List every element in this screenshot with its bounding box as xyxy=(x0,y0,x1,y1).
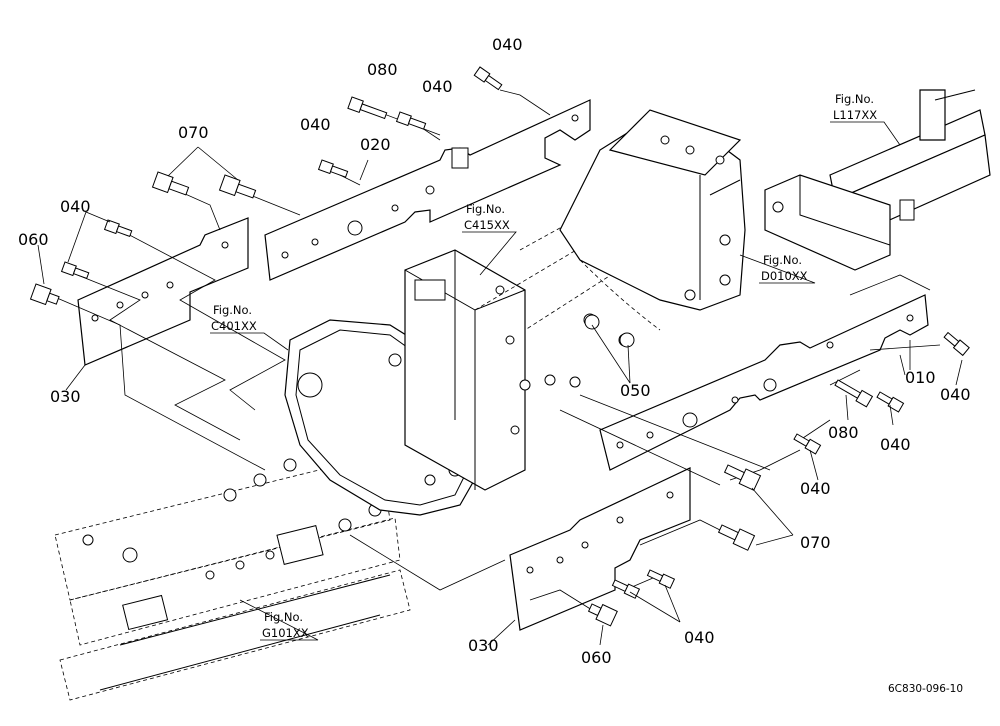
figure-ref-labels: Fig.No. L117XX Fig.No. C415XX Fig.No. D0… xyxy=(211,92,877,640)
assembly-lines xyxy=(49,89,941,616)
fig-label: Fig.No. xyxy=(466,202,505,216)
fig-ref-l117: L117XX xyxy=(833,108,877,122)
fig-ref-g101: G101XX xyxy=(262,626,309,640)
callout-050: 050 xyxy=(620,381,651,400)
fig-ref-c401: C401XX xyxy=(211,319,257,333)
fig-ref-c415: C415XX xyxy=(464,218,510,232)
callout-040: 040 xyxy=(880,435,911,454)
fig-label: Fig.No. xyxy=(763,253,802,267)
callout-010: 010 xyxy=(905,368,936,387)
callout-040: 040 xyxy=(800,479,831,498)
callout-060: 060 xyxy=(581,648,612,667)
bolts xyxy=(29,66,970,627)
callout-070: 070 xyxy=(178,123,209,142)
side-plate-010 xyxy=(599,294,929,471)
fig-label: Fig.No. xyxy=(835,92,874,106)
callout-040: 040 xyxy=(60,197,91,216)
callout-040: 040 xyxy=(684,628,715,647)
callout-070: 070 xyxy=(800,533,831,552)
bracket-030-right xyxy=(509,467,691,631)
side-plate-020 xyxy=(264,99,591,281)
callout-080: 080 xyxy=(828,423,859,442)
front-frame-assembly xyxy=(54,454,411,701)
callout-labels: 040 080 040 040 020 070 040 060 030 050 … xyxy=(18,35,971,667)
front-axle-support xyxy=(559,109,746,331)
fig-label: Fig.No. xyxy=(213,303,252,317)
document-code: 6C830-096-10 xyxy=(888,683,963,695)
callout-060: 060 xyxy=(18,230,49,249)
callout-030: 030 xyxy=(50,387,81,406)
leader-lines xyxy=(37,146,963,646)
fig-label: Fig.No. xyxy=(264,610,303,624)
callout-040: 040 xyxy=(300,115,331,134)
figure-references xyxy=(210,121,901,641)
callout-040: 040 xyxy=(422,77,453,96)
callout-080: 080 xyxy=(367,60,398,79)
callout-030: 030 xyxy=(468,636,499,655)
bracket-030-left xyxy=(77,217,249,366)
fig-ref-d010: D010XX xyxy=(761,269,808,283)
callout-020: 020 xyxy=(360,135,391,154)
callout-040: 040 xyxy=(940,385,971,404)
callout-040: 040 xyxy=(492,35,523,54)
rear-frame-section xyxy=(764,89,991,271)
